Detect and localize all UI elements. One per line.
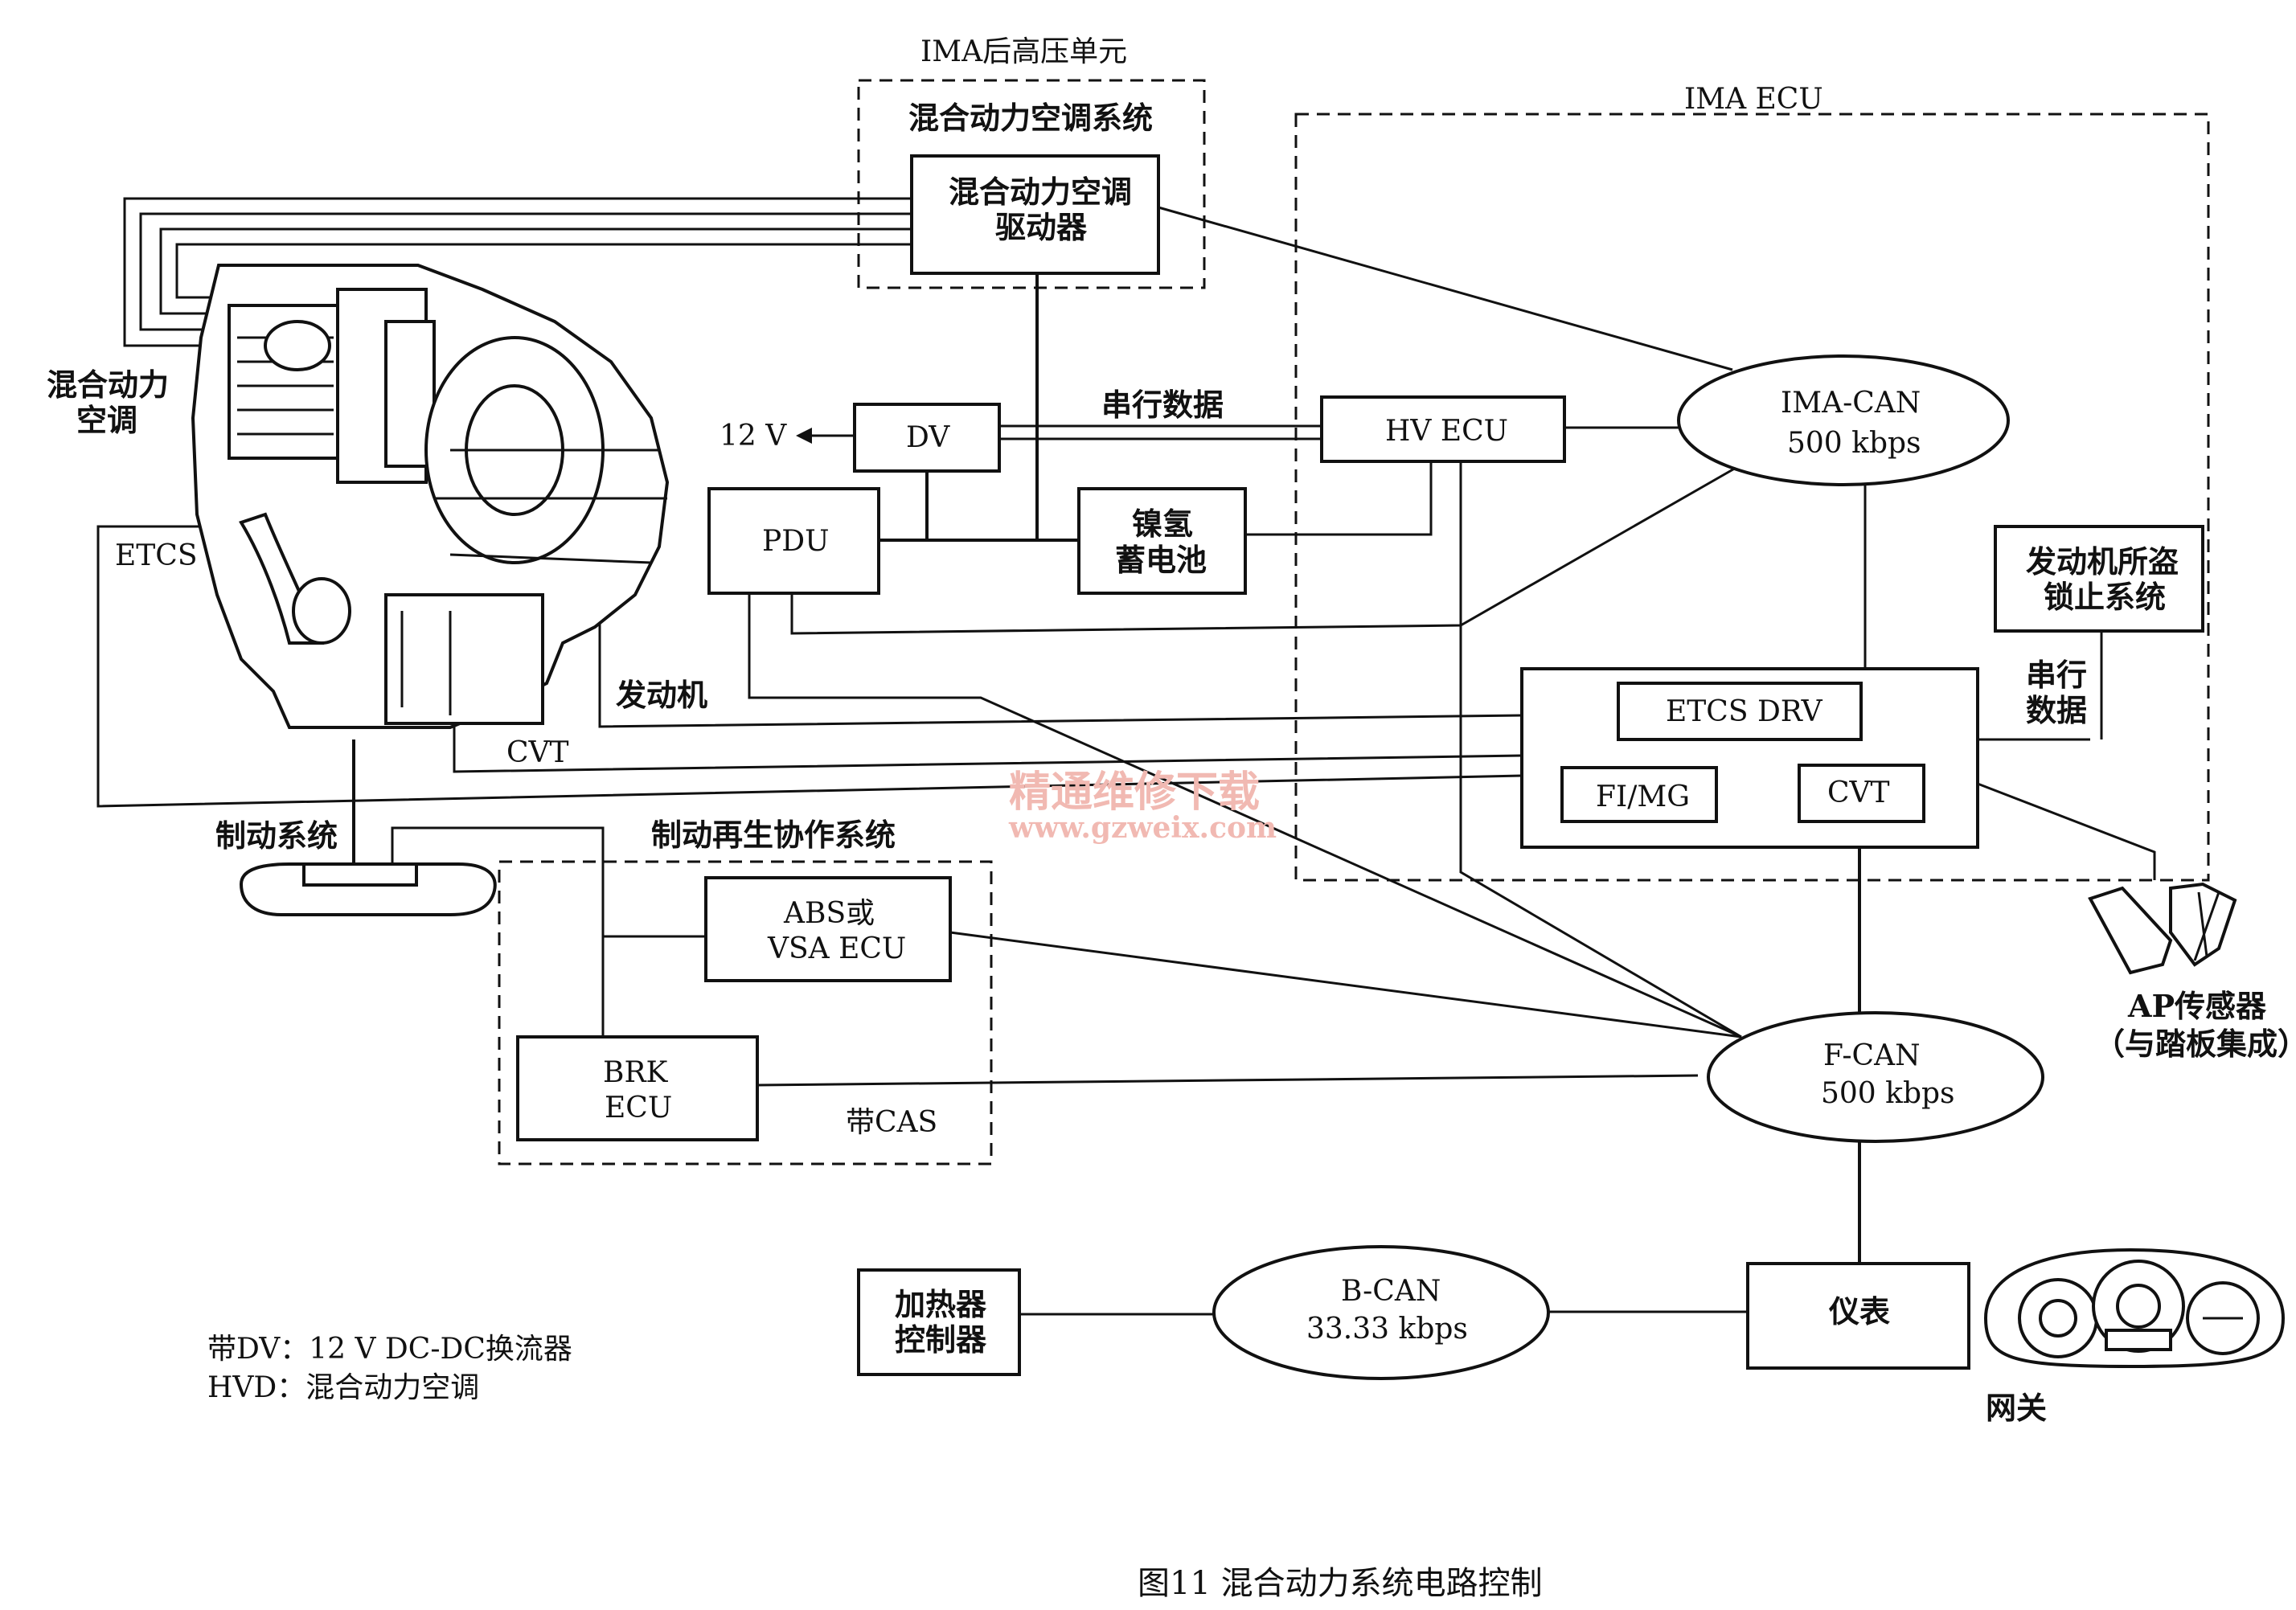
hvac-driver-box: [910, 154, 1160, 275]
legend-line-1: 带DV：12 V DC-DC换流器: [207, 1333, 572, 1366]
dv-box: [853, 403, 1001, 473]
hv-ecu-box: [1320, 395, 1566, 463]
ap-sensor-label-2: （与踏板集成）: [2094, 1026, 2296, 1062]
hvac-driver-label-2: 驱动器: [995, 209, 1088, 245]
ima-can-label: IMA-CAN: [1781, 387, 1921, 420]
abs-to-fcan-line: [949, 931, 1742, 1039]
serial-label-1: 串行: [2026, 657, 2087, 693]
hvac-driver-to-engine-lines: [123, 197, 912, 347]
etcs-line: [96, 525, 1523, 808]
imacan-to-pdu-line: [790, 462, 1744, 635]
hybrid-ac-system-label: 混合动力空调系统: [908, 100, 1153, 136]
ima-rear-unit-boundary: [857, 79, 1206, 289]
immobilizer-box: [1994, 525, 2204, 633]
brake-system-label: 制动系统: [215, 817, 338, 854]
serial-data-label: 串行数据: [1101, 387, 1224, 423]
nimh-label-2: 蓄电池: [1115, 542, 1207, 578]
heater-label-2: 控制器: [895, 1321, 987, 1358]
gateway-cluster-illustration: [1983, 1247, 2286, 1369]
b-can-bus: [1212, 1245, 1550, 1380]
ap-sensor-label-1: AP传感器: [2127, 988, 2267, 1024]
cvt-box-label: CVT: [1827, 776, 1890, 809]
cvt-box: [1798, 764, 1925, 823]
nimh-label-1: 镍氢: [1132, 506, 1193, 542]
ima-can-speed-label: 500 kbps: [1787, 427, 1921, 460]
engine-illustration: [191, 264, 670, 729]
hvac-driver-label-1: 混合动力空调: [949, 174, 1132, 210]
dv-label: DV: [906, 421, 950, 454]
brkecu-to-fcan-line: [756, 1074, 1699, 1087]
watermark-url: www.gzweix.com: [1008, 811, 1277, 845]
watermark-cn: 精通维修下载: [1009, 768, 1260, 817]
hvac-to-imacan-line: [1158, 206, 1733, 371]
hybrid-ac-label-2: 空调: [76, 402, 137, 438]
immobilizer-label-1: 发动机所盗: [2026, 543, 2179, 580]
ap-sensor-pedal-illustration: [2088, 882, 2237, 975]
abs-label-1: ABS或: [783, 897, 875, 930]
etcs-label: ETCS: [115, 539, 198, 572]
ima-ecu-label: IMA ECU: [1684, 83, 1823, 116]
abs-label-2: VSA ECU: [767, 932, 906, 965]
legend-line-2: HVD：混合动力空调: [207, 1371, 479, 1404]
ap-sensor-line: [1977, 782, 2156, 880]
cvt-line: [453, 719, 1523, 773]
brk-label-2: ECU: [605, 1092, 672, 1125]
pdu-to-fcan-line: [748, 593, 1742, 1039]
brake-to-brkecu-line: [391, 826, 605, 1035]
ima-rear-unit-label: IMA后高压单元: [920, 35, 1127, 68]
cvt-line-label: CVT: [506, 736, 569, 769]
f-can-speed-label: 500 kbps: [1821, 1077, 1955, 1110]
nimh-battery-box: [1077, 487, 1247, 595]
gateway-label: 网关: [1986, 1390, 2047, 1426]
brake-actuator: [239, 862, 497, 916]
meter-label: 仪表: [1828, 1293, 1890, 1329]
etcs-drv-label: ETCS DRV: [1666, 695, 1823, 728]
hvecu-to-fcan-line: [1459, 461, 1742, 1039]
figure-caption: 图11 混合动力系统电路控制: [1138, 1565, 1543, 1602]
heater-label-1: 加热器: [895, 1286, 987, 1322]
brk-ecu-box: [516, 1035, 759, 1141]
etcs-drv-box: [1617, 682, 1863, 741]
b-can-label: B-CAN: [1341, 1275, 1441, 1308]
out-12v-label: 12 V: [720, 420, 787, 453]
abs-vsa-box: [704, 876, 952, 982]
pdu-label: PDU: [762, 525, 829, 558]
immobilizer-label-2: 锁止系统: [2044, 579, 2166, 615]
regen-coop-label: 制动再生协作系统: [651, 817, 896, 853]
hybrid-ac-label-1: 混合动力: [47, 367, 169, 403]
b-can-speed-label: 33.33 kbps: [1306, 1313, 1468, 1346]
pdu-box: [707, 487, 880, 595]
brk-label-1: BRK: [603, 1056, 669, 1089]
hv-ecu-label: HV ECU: [1385, 415, 1508, 448]
serial-label-2: 数据: [2026, 692, 2087, 728]
heater-controller-box: [857, 1268, 1021, 1376]
meter-box: [1746, 1262, 1970, 1370]
f-can-bus: [1707, 1011, 2044, 1143]
engine-label: 发动机: [616, 677, 707, 713]
fi-mg-box: [1560, 766, 1718, 823]
ima-ecu-boundary: [1294, 113, 2210, 882]
ima-can-bus: [1677, 354, 2010, 486]
with-cas-label: 带CAS: [846, 1106, 937, 1139]
battery-to-hvecu-line: [1245, 461, 1433, 536]
dv-12v-output-arrow: [796, 428, 855, 444]
fi-mg-label: FI/MG: [1596, 780, 1690, 813]
f-can-label: F-CAN: [1823, 1039, 1921, 1072]
